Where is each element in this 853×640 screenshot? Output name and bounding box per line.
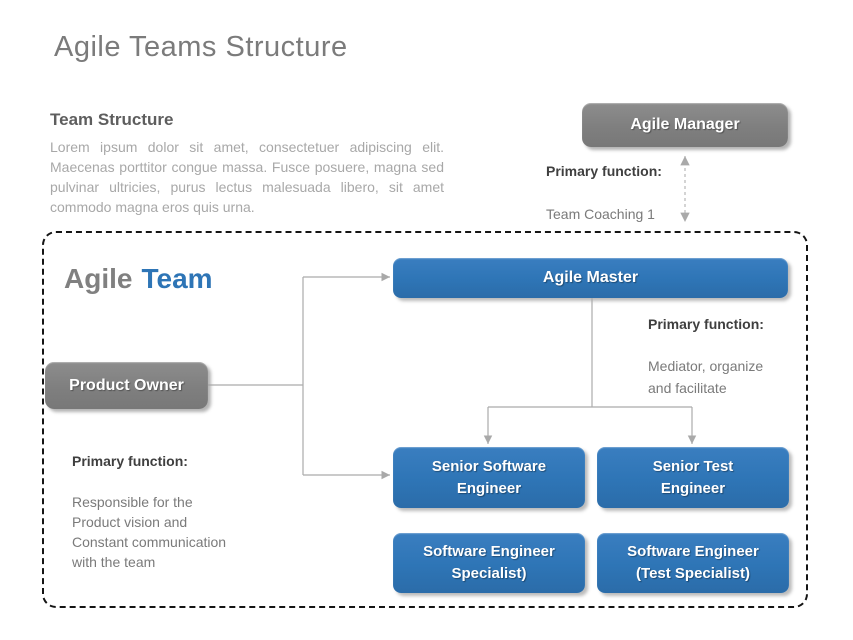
product-owner-function-label: Primary function: xyxy=(72,453,188,469)
product-owner-function-text: Responsible for the Product vision and C… xyxy=(72,494,227,570)
software-engineer-specialist-box[interactable]: Software Engineer Specialist) xyxy=(393,533,585,593)
senior-software-engineer-box[interactable]: Senior Software Engineer xyxy=(393,447,585,508)
team-structure-body: Lorem ipsum dolor sit amet, consectetuer… xyxy=(50,139,444,215)
agile-master-function-label: Primary function: xyxy=(648,316,764,332)
manager-function-text: Team Coaching 1 xyxy=(546,206,655,222)
agile-team-title: Agile Team xyxy=(64,263,213,295)
senior-test-engineer-box[interactable]: Senior Test Engineer xyxy=(597,447,789,508)
agile-master-function-text: Mediator, organize and facilitate xyxy=(648,358,764,396)
agile-master-box[interactable]: Agile Master xyxy=(393,258,788,298)
manager-function-label: Primary function: xyxy=(546,163,662,179)
page-title: Agile Teams Structure xyxy=(54,31,348,63)
product-owner-box[interactable]: Product Owner xyxy=(45,362,208,409)
agile-manager-box[interactable]: Agile Manager xyxy=(582,103,788,147)
agile-team-title-gray: Agile xyxy=(64,263,133,294)
agile-team-boundary xyxy=(42,231,808,608)
agile-team-title-blue: Team xyxy=(141,263,213,294)
team-structure-heading: Team Structure xyxy=(50,110,174,129)
software-engineer-test-specialist-box[interactable]: Software Engineer (Test Specialist) xyxy=(597,533,789,593)
